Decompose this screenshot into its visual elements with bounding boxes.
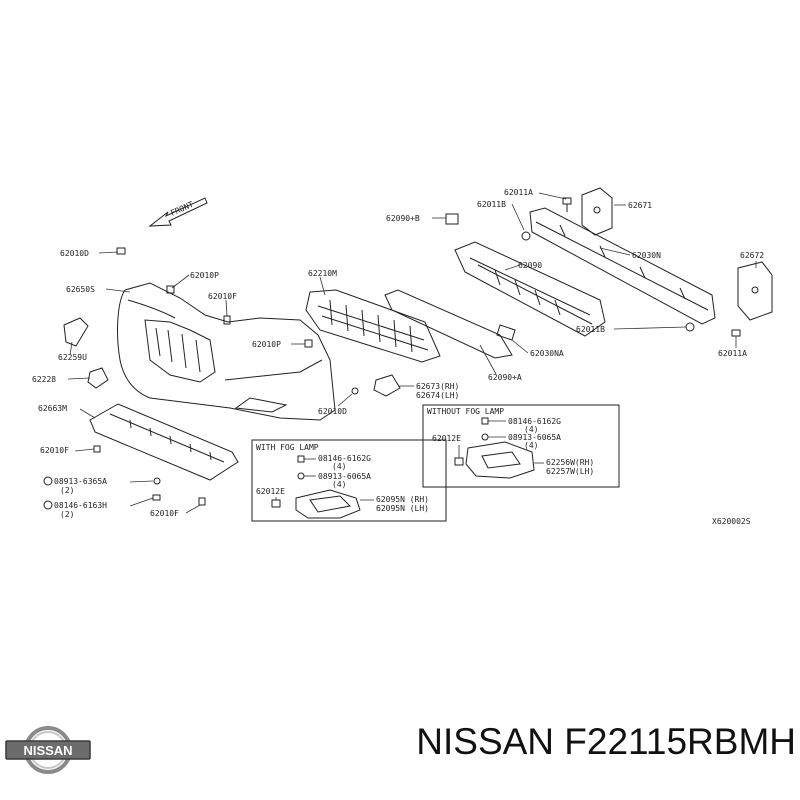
bracket-rh-part: [581, 187, 613, 236]
label-08913-6365A-qty: (2): [60, 486, 74, 495]
label-62010D-bot: 62010D: [318, 407, 347, 416]
label-62090: 62090: [518, 261, 542, 270]
label-62671: 62671: [628, 201, 652, 210]
without-fog-nut: 08913-6065A: [508, 433, 561, 442]
clip-62010P-mid-part: [304, 339, 313, 348]
with-fog-nut: 08913-6065A: [318, 472, 371, 481]
bracket-lh-part: [737, 261, 773, 321]
without-fog-lamp-box: WITHOUT FOG LAMP 08146-6162G (4) 08913-6…: [422, 404, 620, 488]
product-title: NISSAN F22115RBMH: [416, 721, 796, 762]
nut-62011B-lower-part: [685, 322, 695, 332]
with-fog-cover-lh: 62095N (LH): [376, 504, 429, 513]
without-fog-nut-qty: (4): [524, 441, 538, 450]
label-62030NA: 62030NA: [530, 349, 564, 358]
without-fog-cover-rh: 62256W(RH): [546, 458, 594, 467]
label-62650S: 62650S: [66, 285, 95, 294]
with-fog-lamp-box: WITH FOG LAMP 08146-6162G (4) 08913-6065…: [251, 439, 447, 522]
grille-part: [305, 289, 441, 363]
with-fog-bolt: 08146-6162G: [318, 454, 371, 463]
label-62010P-mid: 62010P: [252, 340, 281, 349]
label-62090A: 62090+A: [488, 373, 522, 382]
nut-62011B-part: [521, 231, 531, 241]
nut-08913-part: [153, 477, 161, 485]
label-62672: 62672: [740, 251, 764, 260]
part-labels: 62011A 62671 62011B 62090+B 62672 62030N…: [32, 188, 764, 526]
undercover-part: [89, 403, 239, 481]
label-62674: 62674(LH): [416, 391, 459, 400]
diagram-code: X620002S: [712, 517, 751, 526]
label-62673: 62673(RH): [416, 382, 459, 391]
with-fog-bolt-qty: (4): [332, 462, 346, 471]
label-62210M: 62210M: [308, 269, 337, 278]
bracket-62673-part: [373, 374, 401, 397]
label-62010F-mid: 62010F: [208, 292, 237, 301]
bracket-62030NA-part: [496, 324, 516, 341]
label-62010P-top: 62010P: [190, 271, 219, 280]
bezel-62259U-part: [63, 317, 89, 347]
energy-absorber-part: [454, 241, 606, 337]
label-62010F-left: 62010F: [40, 446, 69, 455]
bolt-08146-part: [152, 494, 161, 501]
with-fog-nut-qty: (4): [332, 480, 346, 489]
with-fog-title: WITH FOG LAMP: [256, 443, 319, 452]
label-62030N: 62030N: [632, 251, 661, 260]
clip-62010F-part: [223, 315, 231, 325]
clip-62010F-bot-part: [198, 497, 206, 506]
bolt-62010D-part: [116, 247, 126, 255]
without-fog-bolt-qty: (4): [524, 425, 538, 434]
nissan-logo-text: NISSAN: [23, 743, 72, 758]
label-62011B-bot: 62011B: [576, 325, 605, 334]
leader-lines: [67, 192, 757, 514]
label-62228: 62228: [32, 375, 56, 384]
with-fog-cover-rh: 62095N (RH): [376, 495, 429, 504]
label-62090B: 62090+B: [386, 214, 420, 223]
label-62011A: 62011A: [504, 188, 533, 197]
label-62011B-top: 62011B: [477, 200, 506, 209]
nissan-logo: NISSAN: [5, 726, 91, 774]
without-fog-clip: 62012E: [432, 434, 461, 443]
clip-62010P-part: [166, 285, 175, 294]
without-fog-bolt: 08146-6162G: [508, 417, 561, 426]
clip-62090B-part: [445, 213, 459, 225]
label-08913-6365A: 08913-6365A: [54, 477, 107, 486]
label-08146-6163H: 08146-6163H: [54, 501, 107, 510]
without-fog-title: WITHOUT FOG LAMP: [427, 407, 504, 416]
bumper-fascia-part: [117, 282, 336, 421]
clip-62010F-left-part: [93, 445, 101, 453]
label-62010F-bot: 62010F: [150, 509, 179, 518]
label-62259U: 62259U: [58, 353, 87, 362]
clip-62010D-bot-part: [351, 387, 359, 395]
label-62010D-top: 62010D: [60, 249, 89, 258]
lower-absorber-part: [384, 289, 513, 359]
label-08146-6163H-qty: (2): [60, 510, 74, 519]
bolt-62011A-lower-part: [731, 329, 741, 337]
reinforcement-beam-part: [529, 207, 716, 325]
label-62011A-bot: 62011A: [718, 349, 747, 358]
cap-62228-part: [87, 367, 109, 389]
with-fog-clip: 62012E: [256, 487, 285, 496]
label-62663M: 62663M: [38, 404, 67, 413]
without-fog-cover-lh: 62257W(LH): [546, 467, 594, 476]
bolt-62011A-part: [562, 197, 572, 212]
front-arrow: FRONT: [148, 197, 208, 227]
